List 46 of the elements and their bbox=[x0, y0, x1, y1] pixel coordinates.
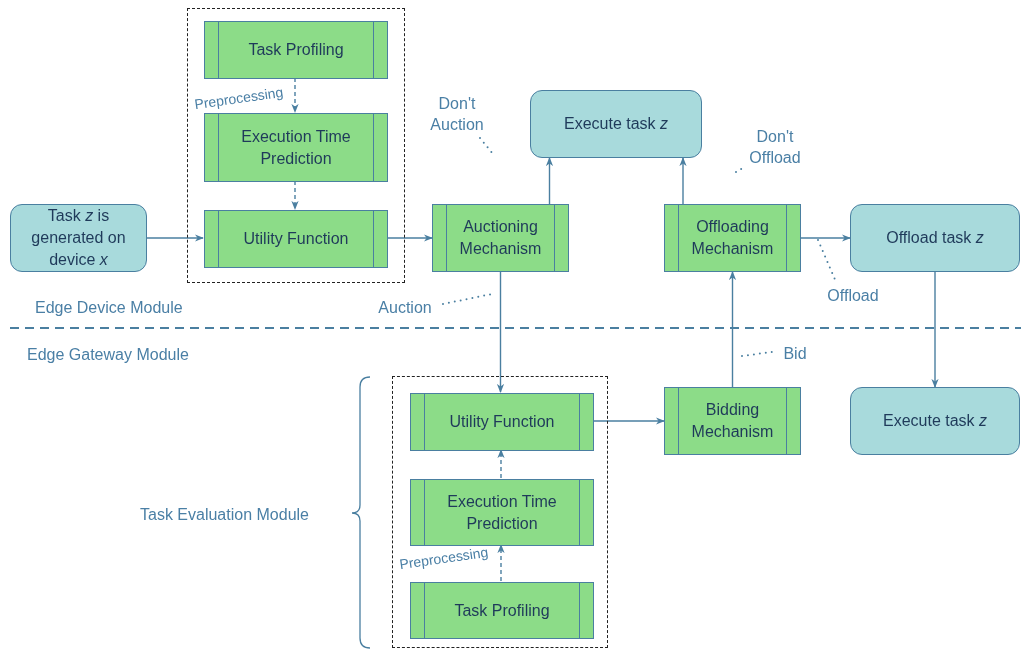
process-box bbox=[204, 21, 388, 79]
arrow bbox=[800, 234, 851, 242]
process-box bbox=[664, 387, 801, 455]
node-label: Utility Function bbox=[449, 412, 555, 432]
process-box bbox=[204, 113, 388, 182]
process-box bbox=[204, 210, 388, 268]
process-box bbox=[410, 479, 594, 546]
terminal-box bbox=[10, 204, 147, 272]
node-label: Execute task z bbox=[882, 411, 987, 431]
module-label: Task Evaluation Module bbox=[140, 505, 309, 525]
node-label: Execution Time Prediction bbox=[240, 126, 352, 169]
terminal-box bbox=[850, 204, 1020, 272]
group-title: Preprocessing bbox=[193, 82, 285, 114]
arrow bbox=[291, 77, 299, 113]
arrow bbox=[386, 234, 433, 242]
node-label: Bidding Mechanism bbox=[690, 400, 775, 442]
module-label: Edge Device Module bbox=[35, 298, 183, 318]
arrow bbox=[545, 157, 554, 205]
process-box bbox=[664, 204, 801, 272]
terminal-box bbox=[850, 387, 1020, 455]
node-label: Task z is generated on device x bbox=[30, 206, 127, 270]
node-label: Utility Function bbox=[243, 229, 349, 249]
arrow bbox=[496, 271, 505, 393]
arrow bbox=[291, 180, 299, 210]
process-box bbox=[432, 204, 569, 272]
arrow bbox=[679, 157, 687, 205]
node-label: Offload task z bbox=[886, 228, 984, 248]
arrow bbox=[728, 271, 737, 388]
process-box bbox=[410, 393, 594, 451]
process-box bbox=[410, 582, 594, 639]
node-label: Execution Time Prediction bbox=[446, 491, 558, 534]
node-label: Task Profiling bbox=[454, 600, 550, 621]
arrow bbox=[497, 449, 505, 479]
module-label: Edge Gateway Module bbox=[27, 345, 189, 365]
node-label: Task Profiling bbox=[248, 40, 344, 60]
arrow bbox=[497, 544, 505, 582]
group-title: Preprocessing bbox=[398, 542, 490, 574]
node-label: Offloading Mechanism bbox=[690, 217, 775, 259]
arrow bbox=[931, 271, 939, 388]
arrow bbox=[592, 417, 665, 425]
terminal-box bbox=[530, 90, 702, 158]
node-label: Auctioning Mechanism bbox=[458, 217, 543, 259]
dashed-group-box bbox=[187, 8, 405, 283]
dashed-group-box bbox=[392, 376, 608, 648]
node-label: Execute task z bbox=[563, 114, 668, 134]
arrow bbox=[146, 234, 204, 242]
